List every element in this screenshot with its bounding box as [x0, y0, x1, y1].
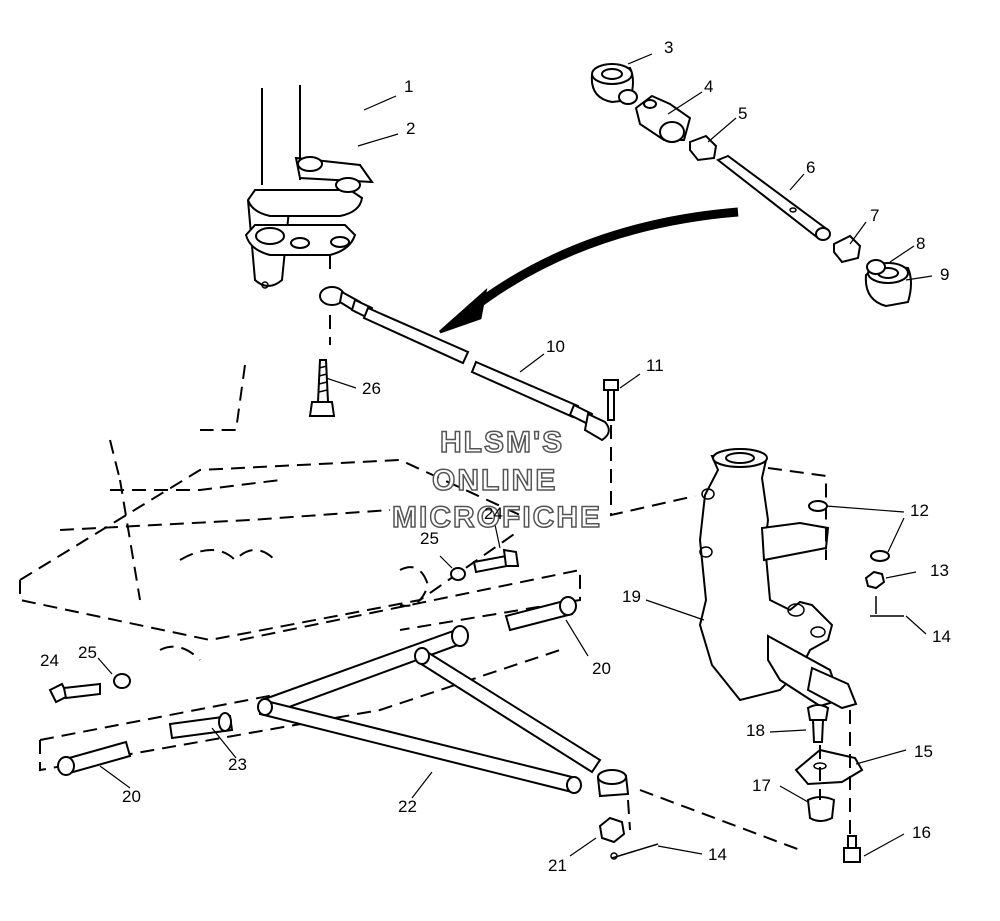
- callout-10: 10: [546, 337, 565, 356]
- alignment-dashed-line: [627, 799, 631, 831]
- steering-post: [244, 85, 375, 289]
- spindle-knuckle: [698, 448, 858, 710]
- callout-14b: 14: [708, 845, 727, 864]
- callout-11: 11: [646, 356, 664, 375]
- callout-9: 9: [940, 265, 950, 284]
- callout-25a: 25: [78, 643, 97, 662]
- callout-23: 23: [228, 755, 247, 774]
- leader-lines: [97, 53, 933, 857]
- callout-25b: 25: [420, 529, 439, 548]
- callout-18: 18: [746, 721, 765, 740]
- bolts-24-25: [48, 548, 520, 704]
- callout-8: 8: [916, 234, 926, 253]
- callout-12: 12: [910, 501, 929, 520]
- callout-2: 2: [406, 119, 416, 138]
- callout-22: 22: [398, 797, 417, 816]
- callout-24a: 24: [40, 651, 59, 670]
- callout-19: 19: [622, 587, 641, 606]
- bolt-11: [603, 379, 619, 421]
- callout-7: 7: [870, 206, 880, 225]
- callout-17: 17: [752, 776, 771, 795]
- callout-20a: 20: [592, 659, 611, 678]
- frame-dashed-line: [200, 364, 246, 431]
- a-arm: [257, 625, 630, 798]
- adjuster-assembly: [590, 63, 912, 308]
- callout-5: 5: [738, 104, 748, 123]
- watermark-line-3: MICROFICHE: [391, 501, 602, 534]
- callout-26: 26: [362, 379, 381, 398]
- callout-20b: 20: [122, 787, 141, 806]
- callout-24b: 24: [484, 504, 503, 523]
- nut-21-pin-14: [598, 816, 659, 860]
- callout-6: 6: [806, 158, 816, 177]
- alignment-dashed-line: [767, 467, 827, 560]
- callout-16: 16: [912, 823, 931, 842]
- bushings: [57, 596, 577, 776]
- callout-1: 1: [404, 77, 414, 96]
- alignment-dashed-line: [639, 789, 801, 851]
- callout-21: 21: [548, 856, 567, 875]
- callout-4: 4: [704, 77, 714, 96]
- watermark-line-1: HLSM'S: [439, 426, 565, 459]
- callout-3: 3: [664, 38, 674, 57]
- watermark-line-2: ONLINE: [431, 464, 558, 497]
- tie-rod: [319, 286, 610, 442]
- callout-15: 15: [914, 742, 933, 761]
- hardware-12-13-14: [808, 500, 904, 617]
- frame-dashed-line: [39, 689, 301, 741]
- alignment-dashed-line: [610, 425, 696, 517]
- bolt-26: [308, 359, 336, 417]
- callout-13: 13: [930, 561, 949, 580]
- hardware-15-18: [794, 704, 864, 863]
- callout-14a: 14: [932, 627, 951, 646]
- curved-arrow-icon: [439, 207, 739, 334]
- frame-dashed-line: [239, 568, 581, 641]
